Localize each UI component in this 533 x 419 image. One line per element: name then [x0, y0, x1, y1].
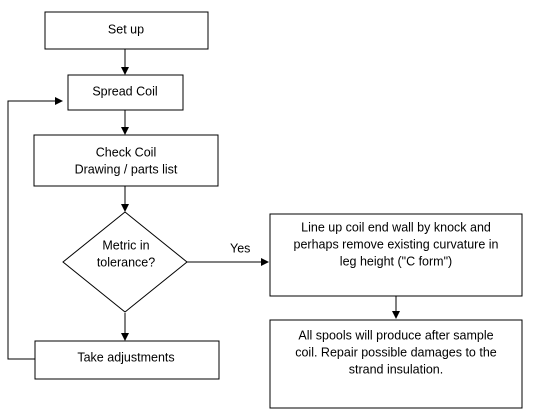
node-check-coil-line-2: Drawing / parts list	[75, 162, 178, 176]
node-line-up-line-2: perhaps remove existing curvature in	[294, 237, 499, 251]
node-setup: Set up	[44, 11, 209, 50]
loop-back-connector	[7, 97, 63, 360]
node-check-coil-box	[33, 134, 219, 187]
edge-label-yes: Yes	[230, 241, 250, 255]
node-all-spools-line-2: coil. Repair possible damages to the	[295, 345, 497, 359]
node-decision-diamond	[62, 211, 188, 313]
node-line-up-box	[269, 213, 523, 297]
node-take-adjustments-label: Take adjustments	[77, 350, 174, 364]
node-line-up-line-1: Line up coil end wall by knock and	[301, 220, 491, 234]
node-spread-coil-box	[67, 74, 184, 111]
node-line-up: Line up coil end wall by knock and perha…	[269, 213, 523, 297]
node-all-spools: All spools will produce after sample coi…	[269, 319, 523, 409]
node-setup-box	[44, 11, 209, 50]
node-decision: Metric in tolerance?	[62, 211, 188, 313]
node-check-coil-line-1: Check Coil	[96, 145, 156, 159]
node-all-spools-box	[269, 319, 523, 409]
node-decision-line-2: tolerance?	[97, 255, 155, 269]
node-take-adjustments: Take adjustments	[34, 340, 220, 380]
node-take-adjustments-box	[34, 340, 220, 380]
node-check-coil: Check Coil Drawing / parts list	[33, 134, 219, 187]
node-spread-coil: Spread Coil	[67, 74, 184, 111]
node-setup-label: Set up	[108, 22, 144, 36]
node-spread-coil-label: Spread Coil	[92, 84, 157, 98]
connectors	[7, 49, 400, 360]
node-line-up-line-3: leg height ("C form")	[340, 254, 452, 268]
node-decision-line-1: Metric in	[102, 238, 149, 252]
node-all-spools-line-1: All spools will produce after sample	[298, 328, 493, 342]
node-all-spools-line-3: strand insulation.	[349, 362, 444, 376]
